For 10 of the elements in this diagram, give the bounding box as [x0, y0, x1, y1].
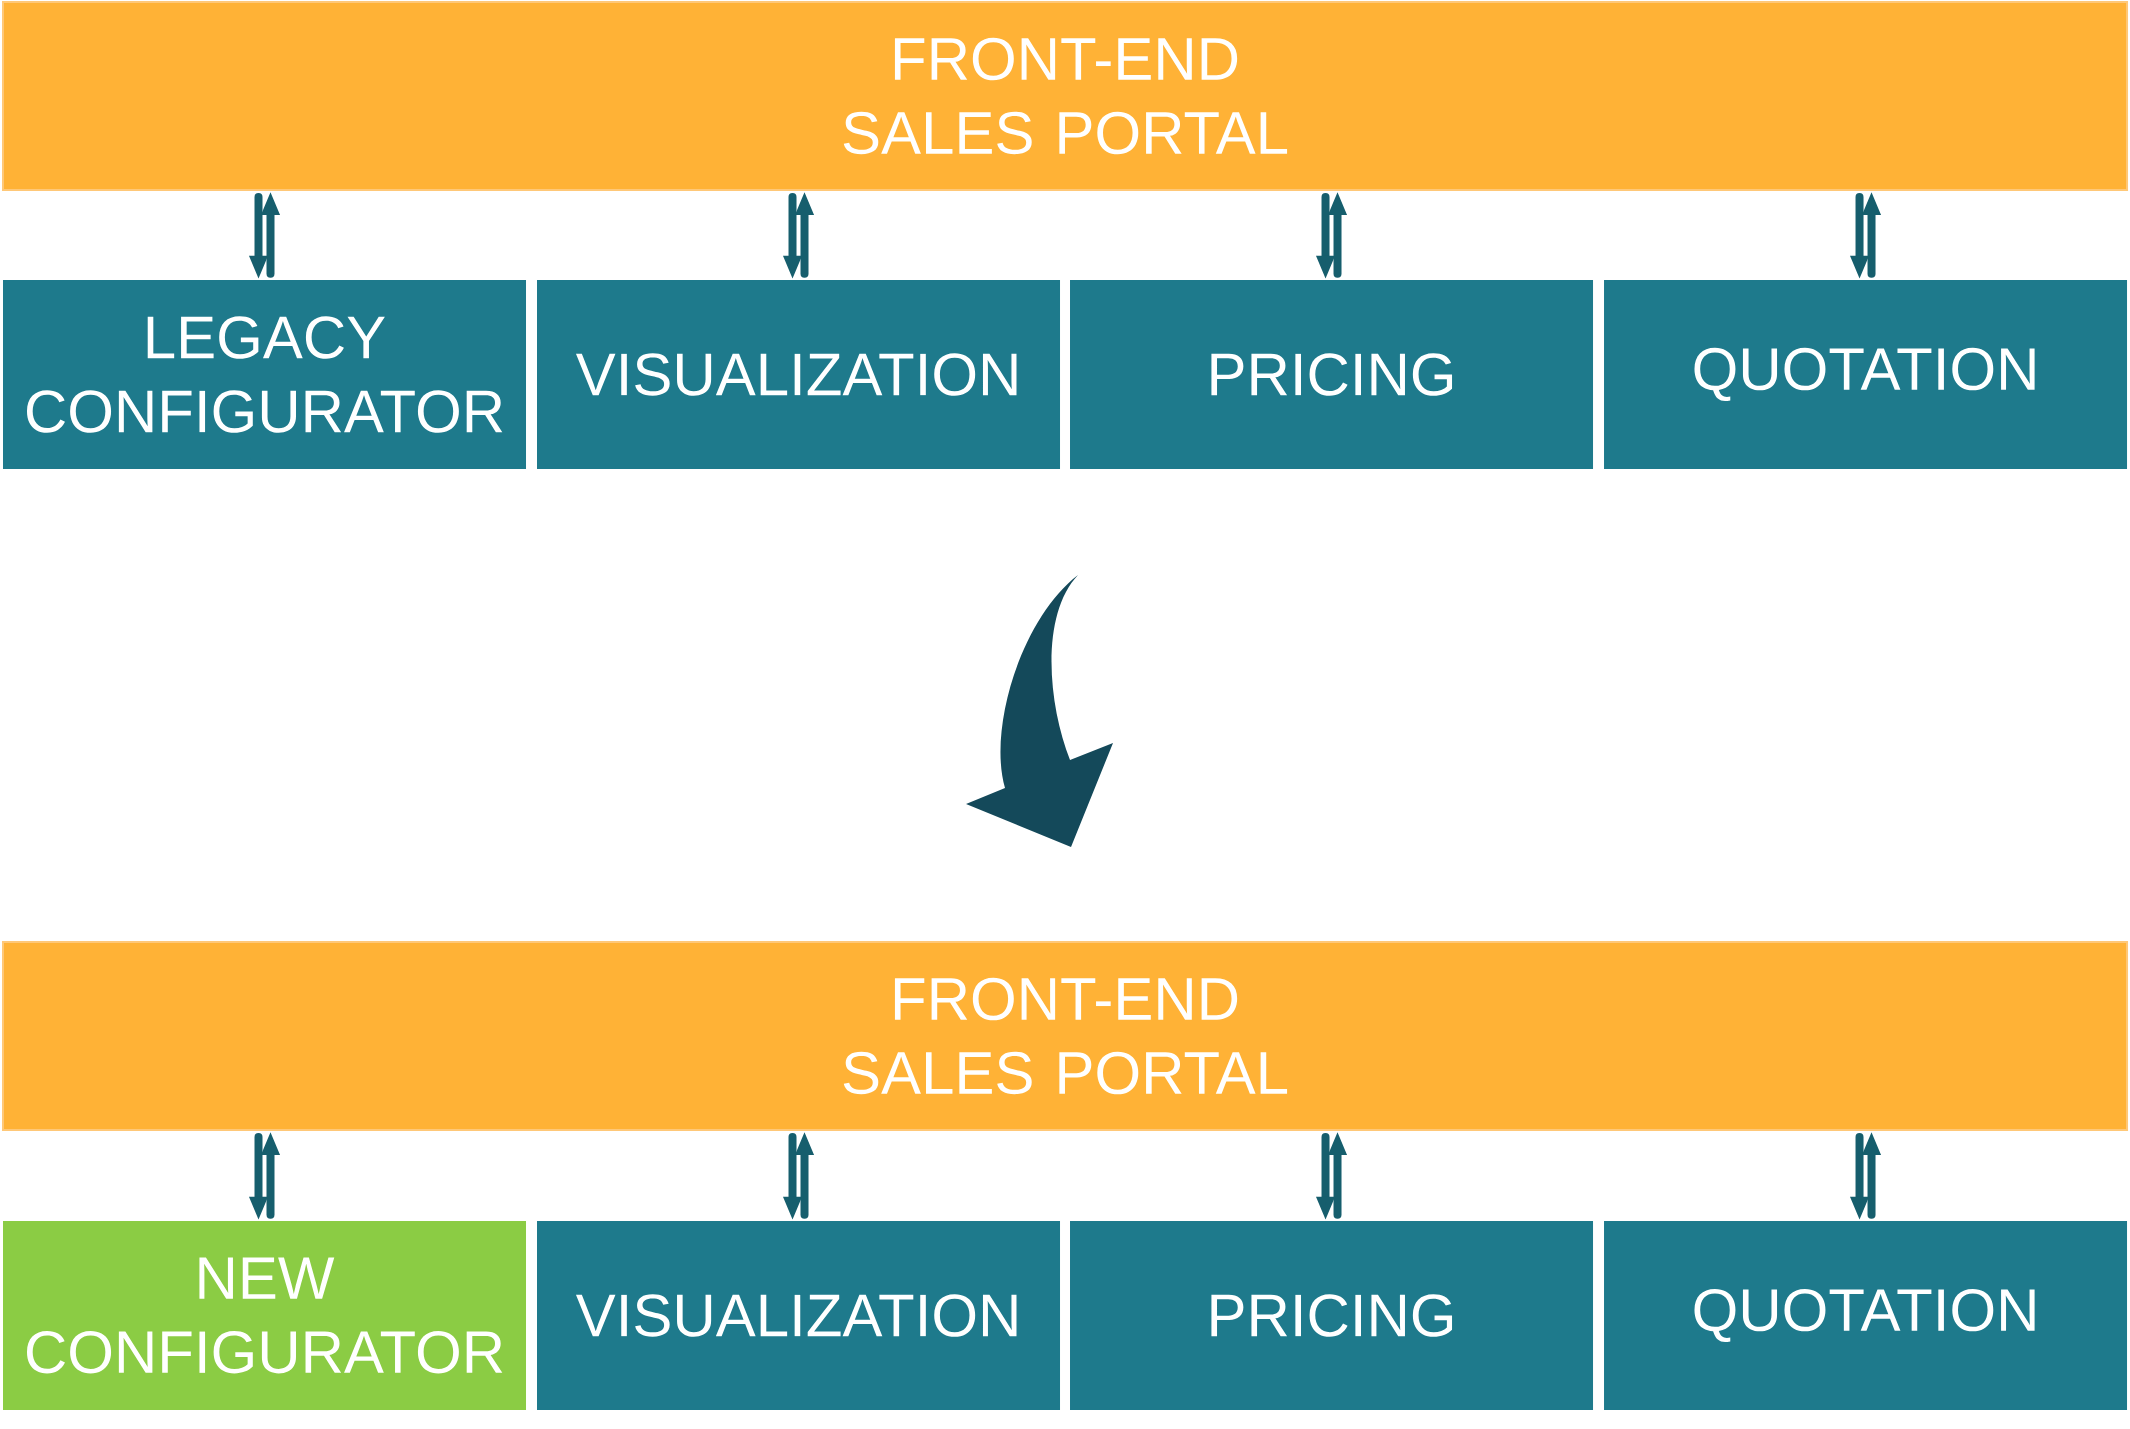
- module-box: PRICING: [1070, 1221, 1593, 1410]
- module-box: QUOTATION: [1604, 1221, 2128, 1410]
- module-box: QUOTATION: [1604, 280, 2128, 469]
- portal-bar: FRONT-END SALES PORTAL: [2, 1, 2129, 191]
- module-box: VISUALIZATION: [537, 280, 1060, 469]
- module-box: PRICING: [1070, 280, 1593, 469]
- module-box: LEGACY CONFIGURATOR: [3, 280, 526, 469]
- portal-bar: FRONT-END SALES PORTAL: [2, 941, 2129, 1131]
- module-box: NEW CONFIGURATOR: [3, 1221, 526, 1410]
- module-box: VISUALIZATION: [537, 1221, 1060, 1410]
